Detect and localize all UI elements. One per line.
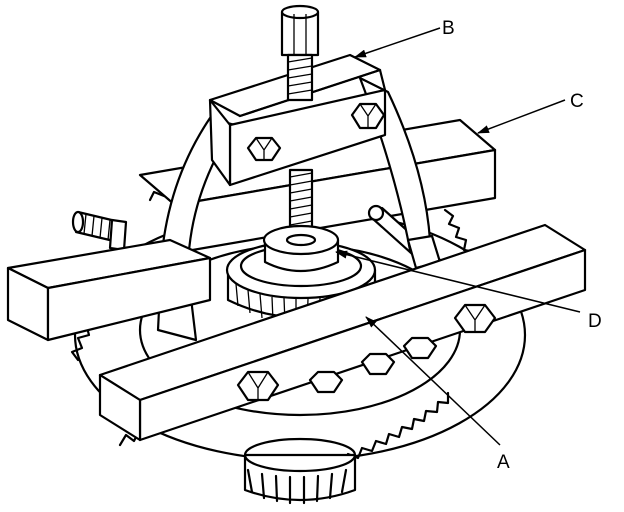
callout-label-b: B: [442, 18, 455, 39]
callout-label-a: A: [497, 452, 510, 473]
yoke-bolt-right: [350, 102, 386, 130]
callout-label-c: C: [570, 91, 584, 112]
case-bolts: [308, 336, 438, 394]
bearing-attachment: [262, 224, 340, 272]
callout-label-d: D: [588, 311, 602, 332]
callout-leaders: [335, 27, 581, 446]
yoke-bolt-left: [246, 136, 282, 162]
front-bar-nut-left: [236, 370, 280, 402]
left-side-bolt: [71, 210, 128, 252]
front-bar-nut-right: [453, 303, 497, 334]
upper-left-bar: [6, 238, 212, 342]
